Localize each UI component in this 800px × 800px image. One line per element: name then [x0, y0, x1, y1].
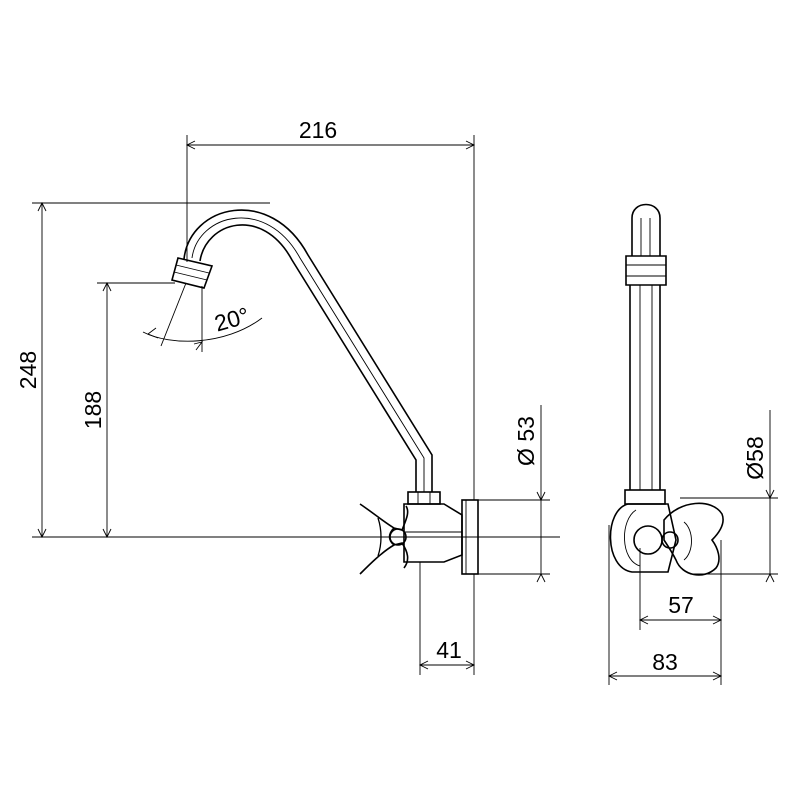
- side-flange-diameter-label: Ø58: [742, 436, 768, 479]
- outlet-angle-label: 20°: [211, 302, 252, 337]
- total-height-label: 248: [15, 351, 41, 389]
- dimension-side-flange-diameter: Ø58: [680, 410, 778, 583]
- aerator: [171, 257, 214, 289]
- side-pipe-top-inner: [640, 218, 651, 256]
- valve-body: [403, 503, 463, 563]
- side-view: Ø58 57 83: [607, 203, 778, 685]
- spout-highlight-line: [191, 217, 425, 492]
- flange-diameter-label: Ø 53: [513, 416, 539, 466]
- dimension-total-height: 248: [15, 201, 270, 539]
- spout-collar: [407, 491, 441, 505]
- cross-handle: [359, 503, 409, 575]
- handle-depth-label: 57: [668, 592, 694, 618]
- overall-depth-label: 83: [652, 649, 678, 675]
- dimension-reach: 216: [185, 117, 476, 500]
- spout-outer-outline: [183, 209, 433, 492]
- spout-inner-outline: [199, 224, 417, 492]
- dimension-outlet-angle: 20°: [142, 282, 263, 352]
- outlet-height-label: 188: [80, 391, 106, 429]
- dimension-wall-projection: 41: [418, 562, 476, 675]
- side-flange: [609, 503, 677, 573]
- side-aerator: [625, 255, 667, 286]
- front-view: 216 248 188 20°: [15, 117, 560, 675]
- dimension-overall-depth: 83: [607, 525, 723, 685]
- dimension-flange-diameter: Ø 53: [478, 405, 550, 583]
- dimension-outlet-height: 188: [80, 281, 175, 539]
- dimension-handle-depth: 57: [638, 540, 723, 630]
- wall-projection-label: 41: [436, 637, 462, 663]
- side-pipe-top: [631, 203, 661, 256]
- side-handle: [661, 502, 724, 576]
- side-vertical-pipe: [629, 285, 661, 490]
- reach-label: 216: [299, 117, 337, 143]
- side-collar: [624, 489, 666, 505]
